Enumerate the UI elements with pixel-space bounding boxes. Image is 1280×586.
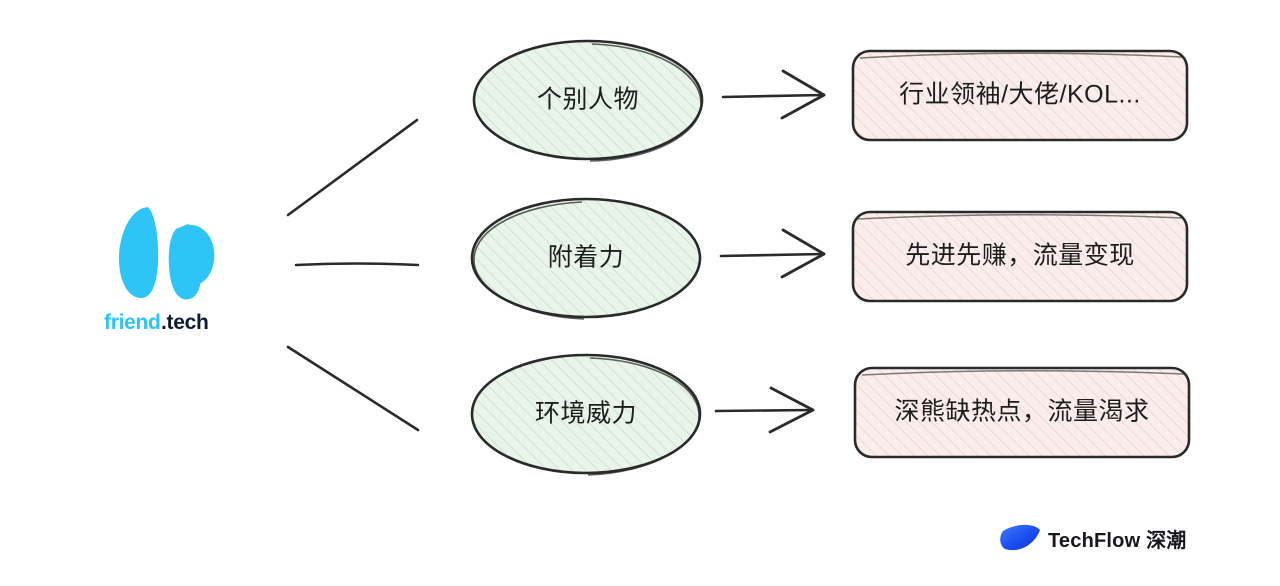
ellipse-sketch-overstroke (473, 201, 585, 320)
outcome-label-2: 先进先赚，流量变现 (905, 242, 1135, 270)
techflow-label: TechFlow 深潮 (1048, 529, 1187, 552)
box-sketch-overstroke (857, 213, 1184, 220)
ellipse-shape (472, 39, 704, 161)
connector-lines (286, 118, 420, 432)
branch-row-1: 个别人物 行业领袖/大佬/KOL... (472, 39, 1189, 162)
techflow-watermark: TechFlow 深潮 (1000, 524, 1187, 552)
ellipse-sketch-overstroke (589, 43, 702, 162)
brand-friend-text: friend (104, 311, 161, 334)
connector-line-down (286, 345, 420, 432)
branch-row-2: 附着力 先进先赚，流量变现 (470, 197, 1189, 320)
friend-tech-logo: friend .tech (104, 207, 215, 334)
outcome-label-3: 深熊缺热点，流量渴求 (894, 398, 1149, 426)
node-label-2: 附着力 (548, 244, 625, 272)
node-label-1: 个别人物 (537, 86, 639, 114)
arrow-right-icon-2 (719, 228, 826, 279)
outcome-box-3[interactable]: 深熊缺热点，流量渴求 (853, 366, 1191, 459)
ellipse-sketch-overstroke (587, 357, 700, 476)
box-shape (853, 366, 1191, 459)
box-sketch-overstroke (859, 52, 1183, 59)
connector-line-middle (294, 262, 420, 267)
connector-line-up (286, 118, 419, 217)
node-label-3: 环境威力 (535, 400, 637, 428)
outcome-box-2[interactable]: 先进先赚，流量变现 (851, 210, 1189, 303)
arrow-right-icon-1 (721, 69, 826, 120)
box-shape (851, 49, 1189, 142)
brand-tech-text: .tech (161, 311, 209, 334)
ellipse-shape (470, 353, 702, 475)
node-ellipse-3[interactable]: 环境威力 (470, 353, 702, 476)
box-sketch-overstroke (861, 369, 1185, 376)
friend-tech-petals-icon (118, 207, 215, 300)
outcome-box-1[interactable]: 行业领袖/大佬/KOL... (851, 49, 1189, 142)
techflow-leaf-icon (1000, 524, 1040, 551)
arrow-right-icon-3 (714, 386, 815, 434)
node-ellipse-1[interactable]: 个别人物 (472, 39, 704, 162)
ellipse-shape (470, 197, 702, 319)
branch-row-3: 环境威力 深熊缺热点，流量渴求 (470, 353, 1191, 476)
node-ellipse-2[interactable]: 附着力 (470, 197, 702, 320)
outcome-label-1: 行业领袖/大佬/KOL... (899, 81, 1141, 109)
box-shape (851, 210, 1189, 303)
